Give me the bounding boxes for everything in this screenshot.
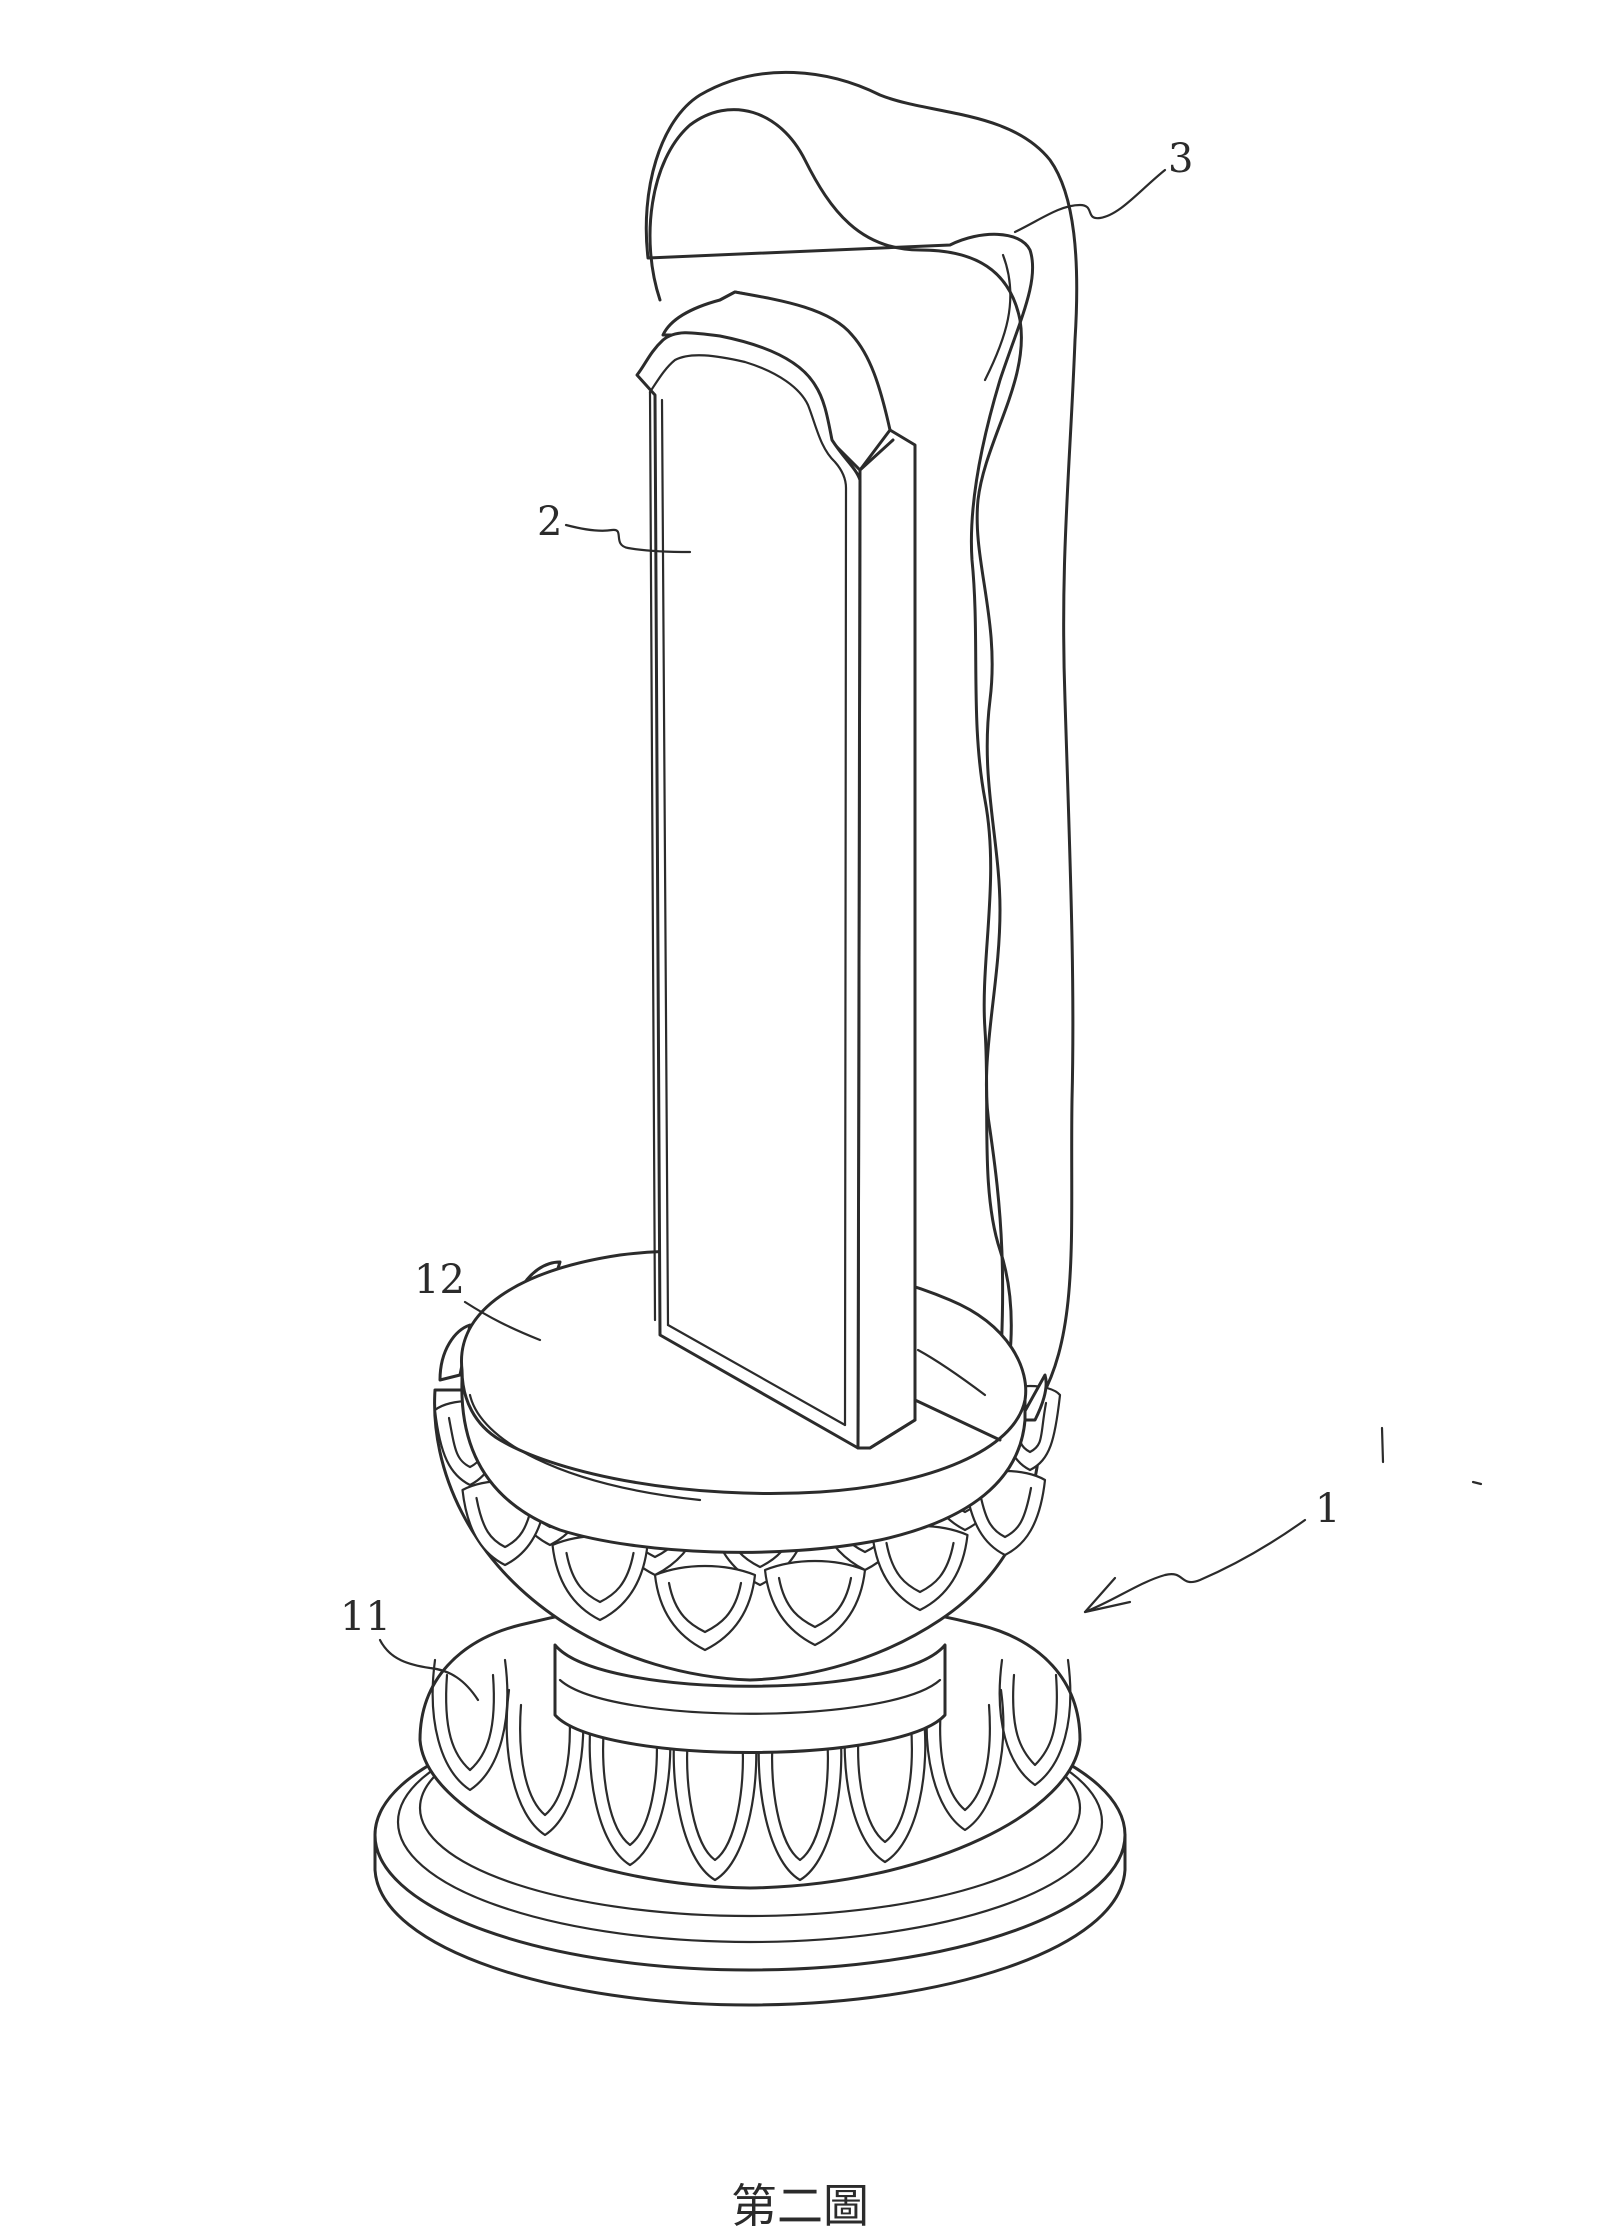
- label-plaque: 2: [537, 499, 562, 545]
- lotus-petal-lower: [925, 1688, 1005, 1832]
- lotus-petal-upper-front: [653, 1564, 757, 1652]
- label-platform-top: 12: [414, 1257, 465, 1303]
- lotus-petal-upper-front-inner: [475, 1496, 535, 1549]
- lotus-petal-upper-front-inner: [885, 1541, 955, 1594]
- lotus-petal-lower-inner: [602, 1723, 658, 1847]
- lotus-petal-upper-front-inner: [565, 1551, 635, 1604]
- lotus-petal-lower: [588, 1708, 672, 1867]
- lotus-petal-lower: [757, 1716, 843, 1882]
- lotus-petal-lower-inner: [445, 1673, 495, 1772]
- label-backing-cloth: 3: [1168, 136, 1193, 182]
- label-11-group: 11: [340, 1594, 480, 1702]
- backing-cloth: [644, 70, 1079, 1438]
- label-lotus-base: 11: [340, 1594, 391, 1640]
- scan-mark: [1471, 1480, 1483, 1486]
- lotus-petal-lower: [672, 1716, 758, 1882]
- lotus-petal-lower: [998, 1658, 1072, 1787]
- figure-caption: 第二圖: [731, 2179, 869, 2233]
- label-12-group: 12: [414, 1257, 542, 1342]
- lotus-petal-lower-inner: [1012, 1673, 1058, 1767]
- lotus-petal-lower-inner: [857, 1723, 913, 1844]
- lotus-petal-lower-inner: [939, 1703, 991, 1812]
- lotus-petal-upper-front-inner: [977, 1486, 1033, 1539]
- scan-mark: [1380, 1426, 1385, 1464]
- lotus-petal-lower: [505, 1688, 585, 1837]
- lotus-petal-lower-inner: [519, 1703, 571, 1817]
- label-1-group: 1: [1083, 1486, 1340, 1614]
- lotus-petal-lower-inner: [771, 1731, 829, 1862]
- lotus-petal-lower: [843, 1708, 927, 1864]
- label-2-group: 2: [537, 499, 692, 554]
- memorial-plaque: [635, 290, 1002, 1450]
- lotus-petal-lower-inner: [686, 1731, 744, 1862]
- lotus-petal-upper-front-inner: [667, 1581, 743, 1634]
- label-base-assembly: 1: [1315, 1486, 1340, 1532]
- lotus-petal-upper-front-inner: [777, 1576, 853, 1629]
- label-3-group: 3: [1013, 136, 1193, 234]
- lotus-petal-upper-front: [763, 1559, 867, 1647]
